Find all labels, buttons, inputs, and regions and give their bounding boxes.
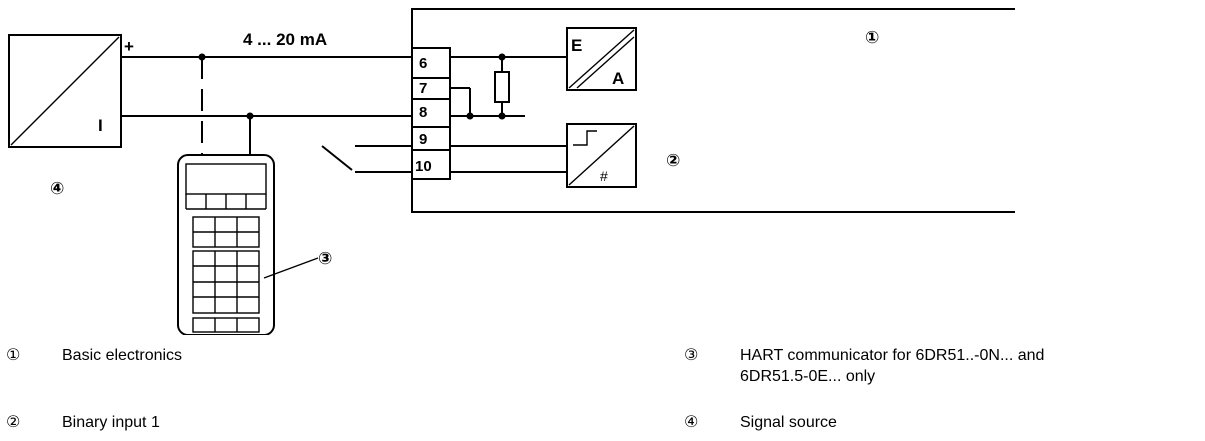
- terminal-7: 7: [419, 80, 427, 97]
- wiring-diagram: + I 4 ... 20 mA 6 7 8 9 10: [8, 8, 1015, 335]
- legend-number: ③: [684, 347, 699, 364]
- ea-converter-a-label: A: [612, 69, 624, 88]
- signal-source-box: [8, 34, 122, 148]
- source-i-label: I: [98, 116, 103, 135]
- callout-3: ③: [318, 249, 332, 268]
- terminal-9: 9: [419, 131, 427, 148]
- legend-number: ①: [6, 347, 21, 364]
- signal-wires: [121, 53, 450, 155]
- terminal-8: 8: [419, 104, 427, 121]
- legend-text-line-1: HART communicator for 6DR51..-0N... and: [740, 347, 1045, 364]
- callout-2: ②: [666, 151, 680, 170]
- current-range-label: 4 ... 20 mA: [243, 30, 327, 49]
- internal-wiring: [450, 53, 567, 173]
- terminal-block: [411, 47, 451, 180]
- ea-converter: [566, 27, 637, 91]
- binary-converter-hash-label: #: [600, 168, 608, 184]
- legend-number: ②: [6, 414, 21, 431]
- ea-converter-e-label: E: [571, 36, 582, 55]
- callout-1: ①: [865, 28, 879, 47]
- binary-input-converter: [566, 123, 637, 188]
- plus-label: +: [124, 37, 134, 56]
- legend-text: Basic electronics: [62, 347, 183, 364]
- legend-text: Binary input 1: [62, 414, 160, 431]
- legend-text: Signal source: [740, 414, 837, 431]
- hart-communicator: [177, 154, 319, 335]
- terminal-6: 6: [419, 55, 427, 72]
- callout-4: ④: [50, 179, 64, 198]
- legend-text-line-2: 6DR51.5-0E... only: [740, 368, 876, 385]
- legend-number: ④: [684, 414, 699, 431]
- terminal-10: 10: [415, 158, 432, 175]
- resistor-symbol: [494, 71, 510, 103]
